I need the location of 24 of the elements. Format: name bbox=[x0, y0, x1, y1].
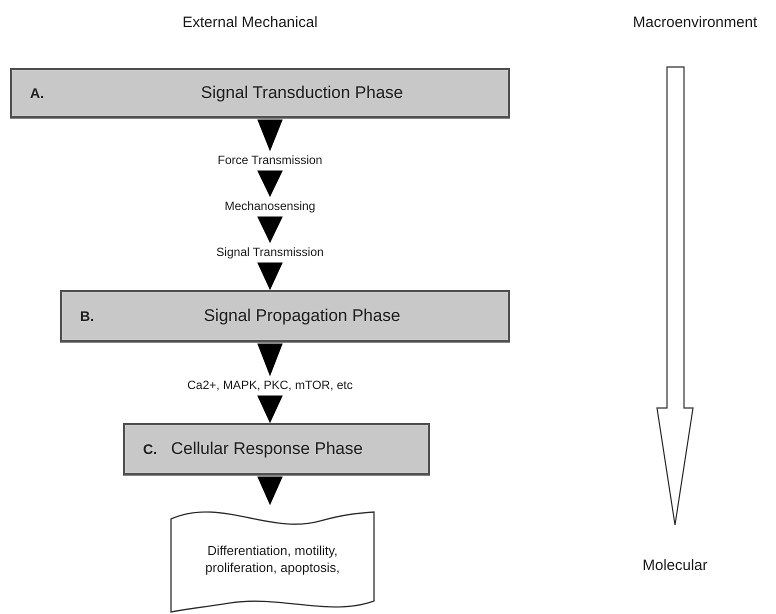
arrow bbox=[257, 262, 283, 290]
arrow bbox=[257, 170, 283, 198]
step-label: Force Transmission bbox=[210, 151, 330, 169]
arrow bbox=[257, 476, 283, 506]
arrow bbox=[257, 120, 283, 152]
step-label: Signal Transmission bbox=[205, 243, 335, 261]
phase-title: Signal Transduction Phase bbox=[200, 83, 404, 103]
scale-label: Molecular bbox=[642, 557, 708, 574]
phase-title: Signal Propagation Phase bbox=[204, 306, 400, 326]
step-label: Ca2+, MAPK, PKC, mTOR, etc bbox=[180, 376, 360, 394]
column-heading: External Mechanical bbox=[182, 14, 318, 31]
phase-letter: B. bbox=[80, 308, 94, 324]
phase-letter: A. bbox=[30, 85, 44, 101]
step-label: Mechanosensing bbox=[215, 197, 325, 215]
arrow bbox=[257, 396, 283, 424]
phase-box bbox=[10, 68, 510, 118]
phase-title: Cellular Response Phase bbox=[171, 439, 363, 459]
scale-label: Macroenvironment bbox=[632, 14, 758, 31]
arrow bbox=[257, 216, 283, 244]
phase-box bbox=[60, 290, 510, 342]
outcome-text: Differentiation, motility, proliferation, apoptosis, bbox=[204, 543, 341, 576]
arrow bbox=[257, 344, 283, 376]
phase-box bbox=[123, 423, 430, 475]
phase-letter: C. bbox=[143, 441, 157, 457]
